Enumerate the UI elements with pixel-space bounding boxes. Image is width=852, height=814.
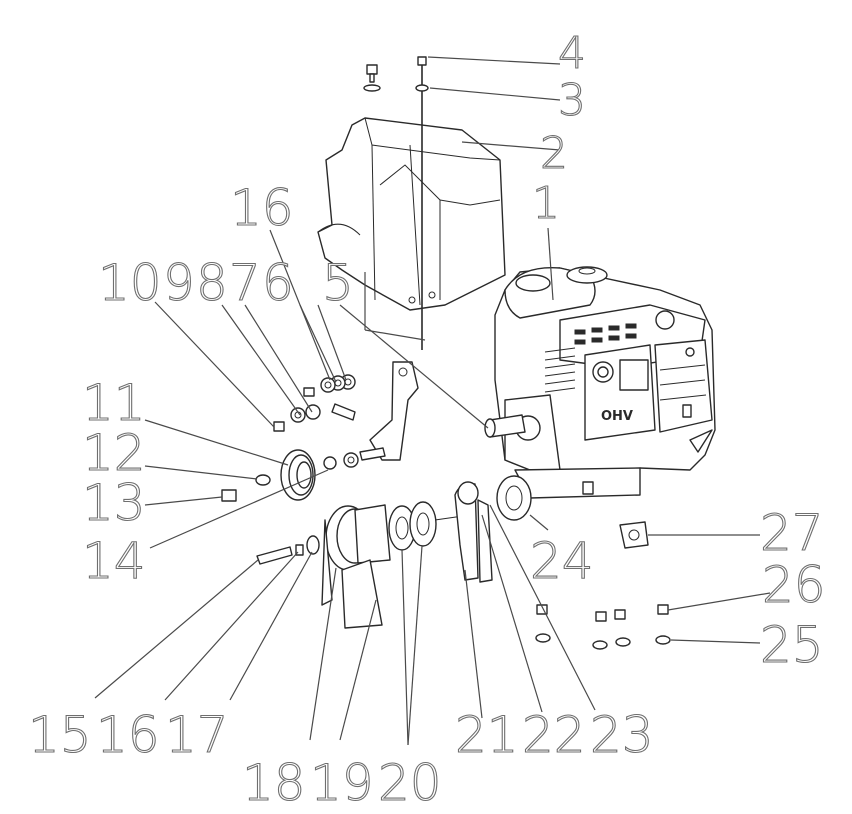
bolt-part-4 xyxy=(363,56,429,350)
callout-21: 21 xyxy=(455,706,519,764)
callout-25: 25 xyxy=(760,616,824,674)
engine: OHV xyxy=(484,266,716,499)
idler-pulley xyxy=(221,449,316,502)
callout-3: 3 xyxy=(558,75,586,126)
callout-18: 18 xyxy=(242,754,306,812)
callout-16-bot: 16 xyxy=(96,706,160,764)
callout-8: 8 xyxy=(196,254,228,312)
callout-11: 11 xyxy=(82,374,146,432)
callout-1: 1 xyxy=(532,178,560,229)
callout-27: 27 xyxy=(760,504,824,562)
callout-7: 7 xyxy=(229,254,261,312)
callout-4: 4 xyxy=(558,28,586,79)
callout-17: 17 xyxy=(165,706,229,764)
callout-6: 6 xyxy=(262,254,294,312)
callout-10: 10 xyxy=(98,254,162,312)
callout-5: 5 xyxy=(322,254,354,312)
mount-nut xyxy=(619,521,649,549)
callout-9: 9 xyxy=(163,254,195,312)
callout-12: 12 xyxy=(82,424,146,482)
callout-16-top: 16 xyxy=(230,179,294,237)
idler-bracket xyxy=(369,361,419,461)
callout-13: 13 xyxy=(82,474,146,532)
callout-14: 14 xyxy=(82,532,146,590)
crank-pulley xyxy=(256,501,471,629)
callout-26: 26 xyxy=(762,556,826,614)
callout-labels: 4 3 2 1 16 10 9 8 7 6 5 11 12 13 14 15 1… xyxy=(27,27,826,812)
callout-24: 24 xyxy=(530,532,594,590)
callout-15: 15 xyxy=(28,706,92,764)
engine-pulley xyxy=(496,475,532,521)
engine-badge: OHV xyxy=(601,409,633,424)
idler-hardware xyxy=(273,374,386,470)
callout-23: 23 xyxy=(590,706,654,764)
callout-20: 20 xyxy=(378,754,442,812)
callout-22: 22 xyxy=(522,706,586,764)
leader-lines xyxy=(94,56,771,746)
belt-guide xyxy=(454,481,493,583)
nuts-and-washers xyxy=(535,604,671,650)
callout-2: 2 xyxy=(540,128,568,179)
callout-19: 19 xyxy=(310,754,374,812)
